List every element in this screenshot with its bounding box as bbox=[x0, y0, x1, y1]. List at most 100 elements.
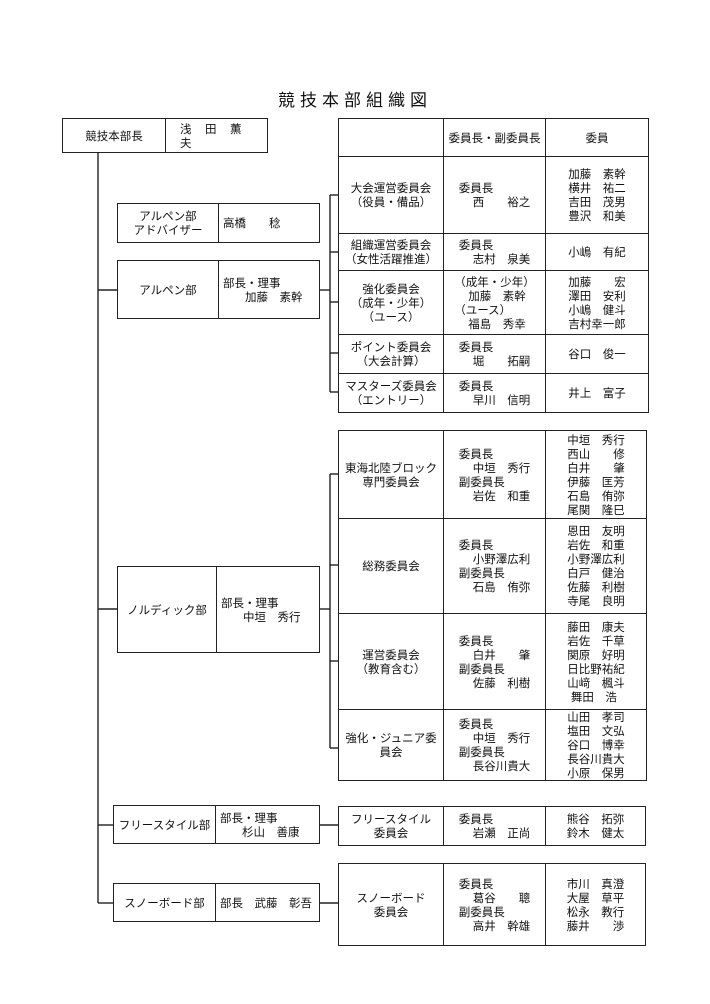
committee-name-line: フリースタイル bbox=[351, 812, 431, 826]
department-head-line: 杉山 善康 bbox=[242, 824, 300, 839]
committee-members: 井上 富子 bbox=[545, 373, 649, 413]
chair-line: 西 裕之 bbox=[472, 195, 531, 209]
chair-list: 委員長岩瀬 正尚 bbox=[459, 812, 531, 840]
committee-name-line: 専門委員会 bbox=[362, 474, 420, 489]
chair-line: 志村 泉美 bbox=[472, 252, 531, 266]
member-list: 加藤 素幹横井 祐二吉田 茂男豊沢 和美 bbox=[568, 167, 626, 223]
chair-line: 葛谷 聰 bbox=[472, 890, 531, 905]
committee-chair: 委員長小野澤広利副委員長石島 侑弥 bbox=[443, 518, 546, 614]
member-name: 加藤 宏 bbox=[568, 274, 626, 289]
committee-row: 大会運営委員会（役員・備品） 委員長西 裕之 加藤 素幹横井 祐二吉田 茂男豊沢 和… bbox=[338, 156, 649, 234]
committee-name: 運営委員会（教育含む） bbox=[338, 613, 444, 710]
chair-list: 委員長葛谷 聰副委員長高井 幹雄 bbox=[459, 877, 531, 933]
department-name-line: フリースタイル部 bbox=[118, 817, 211, 832]
member-name: 澤田 安利 bbox=[568, 288, 626, 303]
member-name: 山﨑 楓斗 bbox=[567, 675, 625, 690]
member-name: 市川 真澄 bbox=[566, 876, 625, 891]
member-name: 石島 侑弥 bbox=[567, 488, 625, 503]
committee-members: 市川 真澄大屋 草平松永 教行藤井 渉 bbox=[545, 863, 646, 946]
chair-line: 白井 肇 bbox=[472, 647, 531, 662]
member-name: 小野澤広利 bbox=[567, 552, 625, 566]
department-head: 部長・理事中垣 秀行 bbox=[217, 567, 319, 652]
chair-list: 委員長堀 拓嗣 bbox=[459, 340, 531, 368]
member-name: 大屋 草平 bbox=[566, 890, 625, 905]
chair-line: 小野澤広利 bbox=[472, 552, 531, 566]
chair-list: 委員長志村 泉美 bbox=[459, 238, 531, 266]
member-name: 吉田 茂男 bbox=[568, 195, 626, 209]
chair-line: 委員長 bbox=[458, 379, 494, 393]
committee-row: 強化委員会（成年・少年）（ユース）（成年・少年）加藤 素幹（ユース）福島 秀幸加… bbox=[338, 270, 649, 335]
committee-name-line: 強化委員会 bbox=[362, 281, 420, 296]
department-head-line: 加藤 素幹 bbox=[245, 289, 303, 304]
committee-members: 恩田 友明岩佐 和重小野澤広利白戸 健治佐藤 利樹寺尾 良明 bbox=[545, 518, 647, 614]
chair-line: 副委員長 bbox=[458, 474, 505, 489]
head-role: 競技本部長 bbox=[63, 119, 166, 152]
chair-line: 副委員長 bbox=[458, 745, 505, 759]
chair-line: 委員長 bbox=[458, 633, 494, 648]
nordic-department-box: ノルディック部部長・理事中垣 秀行 bbox=[117, 566, 320, 653]
department-head-line: 中垣 秀行 bbox=[243, 609, 301, 624]
committee-name-line: （女性活躍推進） bbox=[345, 252, 437, 266]
chair-line: 中垣 秀行 bbox=[472, 731, 531, 745]
chair-list: （成年・少年）加藤 素幹（ユース）福島 秀幸 bbox=[454, 275, 535, 331]
member-list: 山田 孝司塩田 文弘谷口 博幸長谷川貴大小原 保男 bbox=[567, 710, 625, 780]
committee-members: 熊谷 拓弥鈴木 健太 bbox=[545, 806, 646, 846]
committee-row: 組織運営委員会（女性活躍推進）委員長志村 泉美小嶋 有紀 bbox=[338, 233, 649, 271]
committee-row: ポイント委員会（大会計算）委員長堀 拓嗣谷口 俊一 bbox=[338, 334, 649, 374]
member-name: 関原 好明 bbox=[567, 647, 625, 662]
chair-line: 早川 信明 bbox=[472, 393, 531, 407]
member-name: 長谷川貴大 bbox=[567, 752, 625, 766]
member-name: 横井 祐二 bbox=[568, 181, 626, 195]
member-list: 加藤 宏澤田 安利小嶋 健斗吉村幸一郎 bbox=[568, 275, 626, 331]
alpine-adviser-box: アルペン部アドバイザー高橋 稔 bbox=[117, 203, 320, 243]
chair-line: 副委員長 bbox=[458, 904, 505, 919]
snowboard-committee-table: スノーボード委員会 委員長葛谷 聰副委員長高井 幹雄市川 真澄大屋 草平松永 教行… bbox=[338, 863, 646, 946]
committee-name: 強化・ジュニア委員会 bbox=[338, 709, 444, 781]
member-name: 加藤 素幹 bbox=[568, 167, 626, 181]
chair-list: 委員長小野澤広利副委員長石島 侑弥 bbox=[459, 538, 531, 594]
committee-row: フリースタイル委員会委員長岩瀬 正尚熊谷 拓弥鈴木 健太 bbox=[338, 806, 646, 846]
chair-line: 委員長 bbox=[458, 238, 494, 252]
member-name: 白井 肇 bbox=[567, 460, 625, 475]
member-name: 恩田 友明 bbox=[567, 524, 625, 538]
department-name-line: アドバイザー bbox=[133, 223, 203, 237]
chair-line: 委員長 bbox=[458, 181, 494, 195]
committee-name: マスターズ委員会（エントリー） bbox=[338, 373, 444, 413]
freestyle-department-box: フリースタイル部部長・理事杉山 善康 bbox=[113, 805, 320, 844]
committee-name-line: 運営委員会 bbox=[362, 647, 420, 662]
member-list: 恩田 友明岩佐 和重小野澤広利白戸 健治佐藤 利樹寺尾 良明 bbox=[567, 524, 625, 608]
committee-name: 強化委員会（成年・少年）（ユース） bbox=[338, 270, 444, 335]
member-list: 谷口 俊一 bbox=[568, 347, 626, 361]
committee-name-line: スノーボード bbox=[356, 890, 426, 905]
committee-name: 総務委員会 bbox=[338, 518, 444, 614]
member-name: 小原 保男 bbox=[567, 766, 625, 780]
member-name: 豊沢 和美 bbox=[568, 209, 626, 223]
committee-name-line: 委員会 bbox=[373, 904, 409, 919]
department-name-line: スノーボード部 bbox=[124, 895, 205, 910]
committee-chair: 委員長堀 拓嗣 bbox=[443, 334, 546, 374]
member-name: 日比野祐紀 bbox=[567, 661, 625, 676]
chair-list: 委員長中垣 秀行副委員長長谷川貴大 bbox=[459, 717, 531, 773]
freestyle-committee-table: フリースタイル委員会委員長岩瀬 正尚熊谷 拓弥鈴木 健太 bbox=[338, 806, 646, 846]
chair-list: 委員長中垣 秀行副委員長岩佐 和重 bbox=[459, 447, 531, 503]
department-head: 高橋 稔 bbox=[219, 204, 319, 242]
committee-members: 中垣 秀行西山 修白井 肇伊藤 匡芳石島 侑弥尾関 隆巳 bbox=[545, 430, 647, 519]
member-name: 尾関 隆巳 bbox=[567, 502, 625, 517]
committee-name-line: （エントリー） bbox=[350, 393, 432, 407]
committee-name: 大会運営委員会（役員・備品） bbox=[338, 156, 444, 234]
chair-line: 委員長 bbox=[458, 812, 494, 826]
member-name: 小嶋 健斗 bbox=[568, 302, 626, 317]
header-chair: 委員長・副委員長 bbox=[443, 118, 546, 157]
member-name: 藤井 渉 bbox=[566, 918, 625, 933]
member-list: 小嶋 有紀 bbox=[568, 245, 626, 259]
committee-name-line: 員会 bbox=[379, 745, 403, 759]
member-name: 熊谷 拓弥 bbox=[566, 812, 625, 826]
department-name: アルペン部アドバイザー bbox=[118, 204, 219, 242]
member-name: 舞田 浩 bbox=[567, 689, 617, 704]
department-name: ノルディック部 bbox=[118, 567, 217, 652]
committee-row: 東海北陸ブロック専門委員会委員長中垣 秀行副委員長岩佐 和重中垣 秀行西山 修白… bbox=[338, 430, 647, 519]
header-members: 委員 bbox=[545, 118, 649, 157]
committee-chair: 委員長志村 泉美 bbox=[443, 233, 546, 271]
committee-name-line: 強化・ジュニア委 bbox=[345, 731, 437, 745]
committee-members: 山田 孝司塩田 文弘谷口 博幸長谷川貴大小原 保男 bbox=[545, 709, 647, 781]
